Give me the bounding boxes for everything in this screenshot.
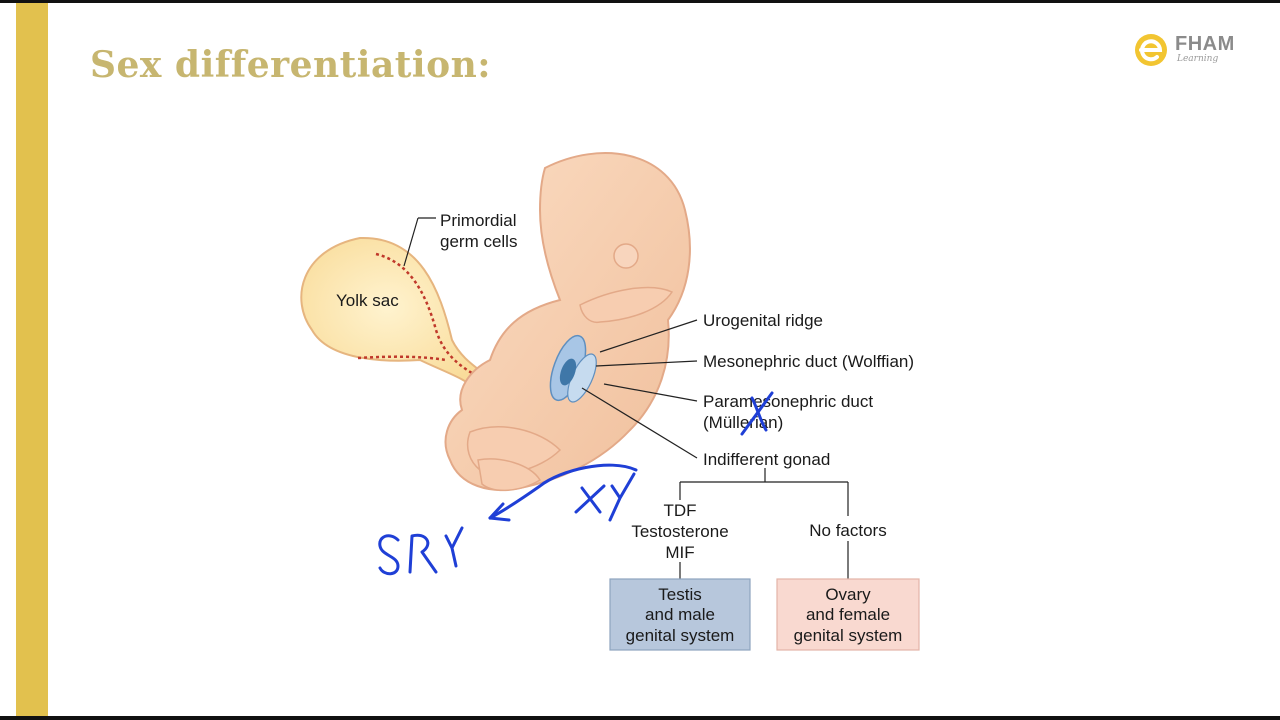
- male-box-line1: Testis: [658, 585, 701, 604]
- pen-letter-s: [380, 536, 398, 574]
- pen-letter-r: [410, 535, 436, 572]
- indifferent-gonad-label: Indifferent gonad: [703, 450, 830, 469]
- male-factor-tdf: TDF: [663, 501, 696, 520]
- yolk-sac-label: Yolk sac: [336, 291, 399, 310]
- mesonephric-duct-label: Mesonephric duct (Wolffian): [703, 352, 914, 371]
- female-box-line1: Ovary: [825, 585, 871, 604]
- pen-letter-y: [610, 474, 634, 520]
- female-box-line2: and female: [806, 605, 890, 624]
- paramesonephric-label-line1: Paramesonephric duct: [703, 392, 873, 411]
- male-box-line2: and male: [645, 605, 715, 624]
- yolk-sac: [301, 238, 492, 392]
- male-factor-testosterone: Testosterone: [631, 522, 728, 541]
- primordial-label-line2: germ cells: [440, 232, 517, 251]
- female-box-line3: genital system: [794, 626, 903, 645]
- pen-letter-x: [576, 486, 604, 512]
- paramesonephric-label-line2: (Müllerian): [703, 413, 783, 432]
- pen-letter-y-2: [446, 528, 462, 566]
- male-box-line3: genital system: [626, 626, 735, 645]
- female-factor-label: No factors: [809, 521, 886, 540]
- urogenital-ridge-label: Urogenital ridge: [703, 311, 823, 330]
- primordial-label-line1: Primordial: [440, 211, 517, 230]
- embryo: [446, 153, 690, 490]
- male-factor-mif: MIF: [665, 543, 694, 562]
